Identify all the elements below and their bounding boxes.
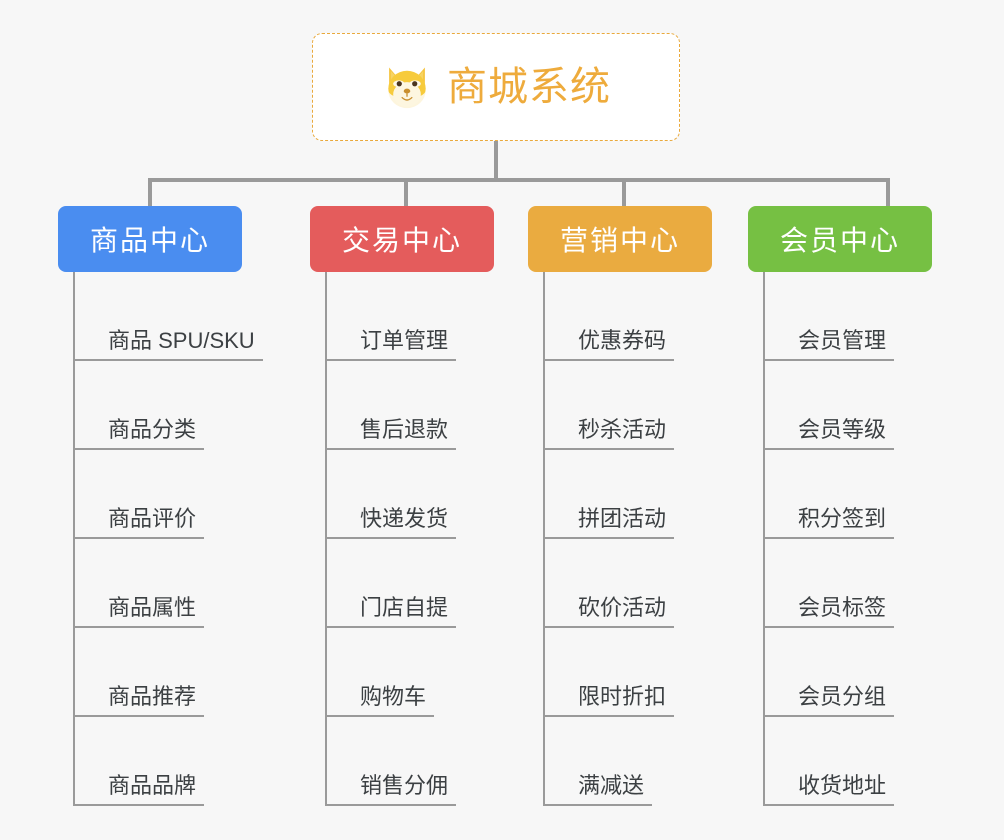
connector-drop-member-center xyxy=(886,178,890,206)
shiba-dog-face-icon xyxy=(388,67,426,109)
leaf-label: 限时折扣 xyxy=(543,684,675,717)
root-node[interactable]: 商城系统 xyxy=(312,33,680,141)
leaf-label: 砍价活动 xyxy=(543,595,675,628)
category-box-trade-center[interactable]: 交易中心 xyxy=(310,206,494,272)
list-item[interactable]: 会员等级 xyxy=(763,361,978,450)
connector-drop-trade-center xyxy=(404,178,408,206)
leaf-label: 商品属性 xyxy=(73,595,205,628)
leaf-label: 商品推荐 xyxy=(73,684,205,717)
category-box-member-center[interactable]: 会员中心 xyxy=(748,206,932,272)
list-item[interactable]: 商品分类 xyxy=(73,361,288,450)
list-item[interactable]: 会员标签 xyxy=(763,539,978,628)
branch-marketing-center: 营销中心 优惠券码 秒杀活动 拼团活动 砍价活动 限时折扣 满减送 xyxy=(528,206,758,806)
leaf-label: 订单管理 xyxy=(325,328,457,361)
category-label: 交易中心 xyxy=(341,225,462,256)
leaf-label: 优惠券码 xyxy=(543,328,675,361)
category-label: 会员中心 xyxy=(779,225,900,256)
category-box-marketing-center[interactable]: 营销中心 xyxy=(528,206,712,272)
branch-member-center: 会员中心 会员管理 会员等级 积分签到 会员标签 会员分组 收货地址 xyxy=(748,206,978,806)
list-item[interactable]: 商品评价 xyxy=(73,450,288,539)
list-item[interactable]: 售后退款 xyxy=(325,361,540,450)
list-item[interactable]: 秒杀活动 xyxy=(543,361,758,450)
leaf-label: 商品评价 xyxy=(73,506,205,539)
list-item[interactable]: 快递发货 xyxy=(325,450,540,539)
leaf-label: 会员标签 xyxy=(763,595,895,628)
leaf-label: 会员管理 xyxy=(763,328,895,361)
category-box-product-center[interactable]: 商品中心 xyxy=(58,206,242,272)
list-item[interactable]: 商品品牌 xyxy=(73,717,288,806)
leaf-label: 购物车 xyxy=(325,684,435,717)
list-item[interactable]: 限时折扣 xyxy=(543,628,758,717)
connector-drop-marketing-center xyxy=(622,178,626,206)
leaf-list-marketing-center: 优惠券码 秒杀活动 拼团活动 砍价活动 限时折扣 满减送 xyxy=(543,272,758,806)
connector-drop-product-center xyxy=(148,178,152,206)
list-item[interactable]: 会员管理 xyxy=(763,272,978,361)
leaf-label: 销售分佣 xyxy=(325,773,457,806)
list-item[interactable]: 商品属性 xyxy=(73,539,288,628)
branch-trade-center: 交易中心 订单管理 售后退款 快递发货 门店自提 购物车 销售分佣 xyxy=(310,206,540,806)
list-item[interactable]: 销售分佣 xyxy=(325,717,540,806)
list-item[interactable]: 购物车 xyxy=(325,628,540,717)
leaf-label: 收货地址 xyxy=(763,773,895,806)
root-title: 商城系统 xyxy=(447,65,611,109)
leaf-label: 商品品牌 xyxy=(73,773,205,806)
leaf-label: 满减送 xyxy=(543,773,653,806)
connector-root-vertical xyxy=(494,141,498,181)
leaf-label: 会员分组 xyxy=(763,684,895,717)
leaf-label: 售后退款 xyxy=(325,417,457,450)
list-item[interactable]: 满减送 xyxy=(543,717,758,806)
list-item[interactable]: 收货地址 xyxy=(763,717,978,806)
list-item[interactable]: 砍价活动 xyxy=(543,539,758,628)
leaf-label: 快递发货 xyxy=(325,506,457,539)
list-item[interactable]: 商品推荐 xyxy=(73,628,288,717)
leaf-label: 门店自提 xyxy=(325,595,457,628)
leaf-label: 商品 SPU/SKU xyxy=(73,328,263,361)
list-item[interactable]: 拼团活动 xyxy=(543,450,758,539)
leaf-list-trade-center: 订单管理 售后退款 快递发货 门店自提 购物车 销售分佣 xyxy=(325,272,540,806)
list-item[interactable]: 订单管理 xyxy=(325,272,540,361)
leaf-label: 积分签到 xyxy=(763,506,895,539)
leaf-label: 秒杀活动 xyxy=(543,417,675,450)
leaf-label: 会员等级 xyxy=(763,417,895,450)
leaf-list-product-center: 商品 SPU/SKU 商品分类 商品评价 商品属性 商品推荐 商品品牌 xyxy=(73,272,288,806)
list-item[interactable]: 门店自提 xyxy=(325,539,540,628)
leaf-label: 拼团活动 xyxy=(543,506,675,539)
leaf-list-member-center: 会员管理 会员等级 积分签到 会员标签 会员分组 收货地址 xyxy=(763,272,978,806)
category-label: 商品中心 xyxy=(89,225,210,256)
branch-product-center: 商品中心 商品 SPU/SKU 商品分类 商品评价 商品属性 商品推荐 商品品牌 xyxy=(58,206,288,806)
leaf-label: 商品分类 xyxy=(73,417,205,450)
list-item[interactable]: 积分签到 xyxy=(763,450,978,539)
list-item[interactable]: 商品 SPU/SKU xyxy=(73,272,288,361)
list-item[interactable]: 会员分组 xyxy=(763,628,978,717)
connector-horizontal-bus xyxy=(148,178,890,182)
category-label: 营销中心 xyxy=(559,225,680,256)
list-item[interactable]: 优惠券码 xyxy=(543,272,758,361)
